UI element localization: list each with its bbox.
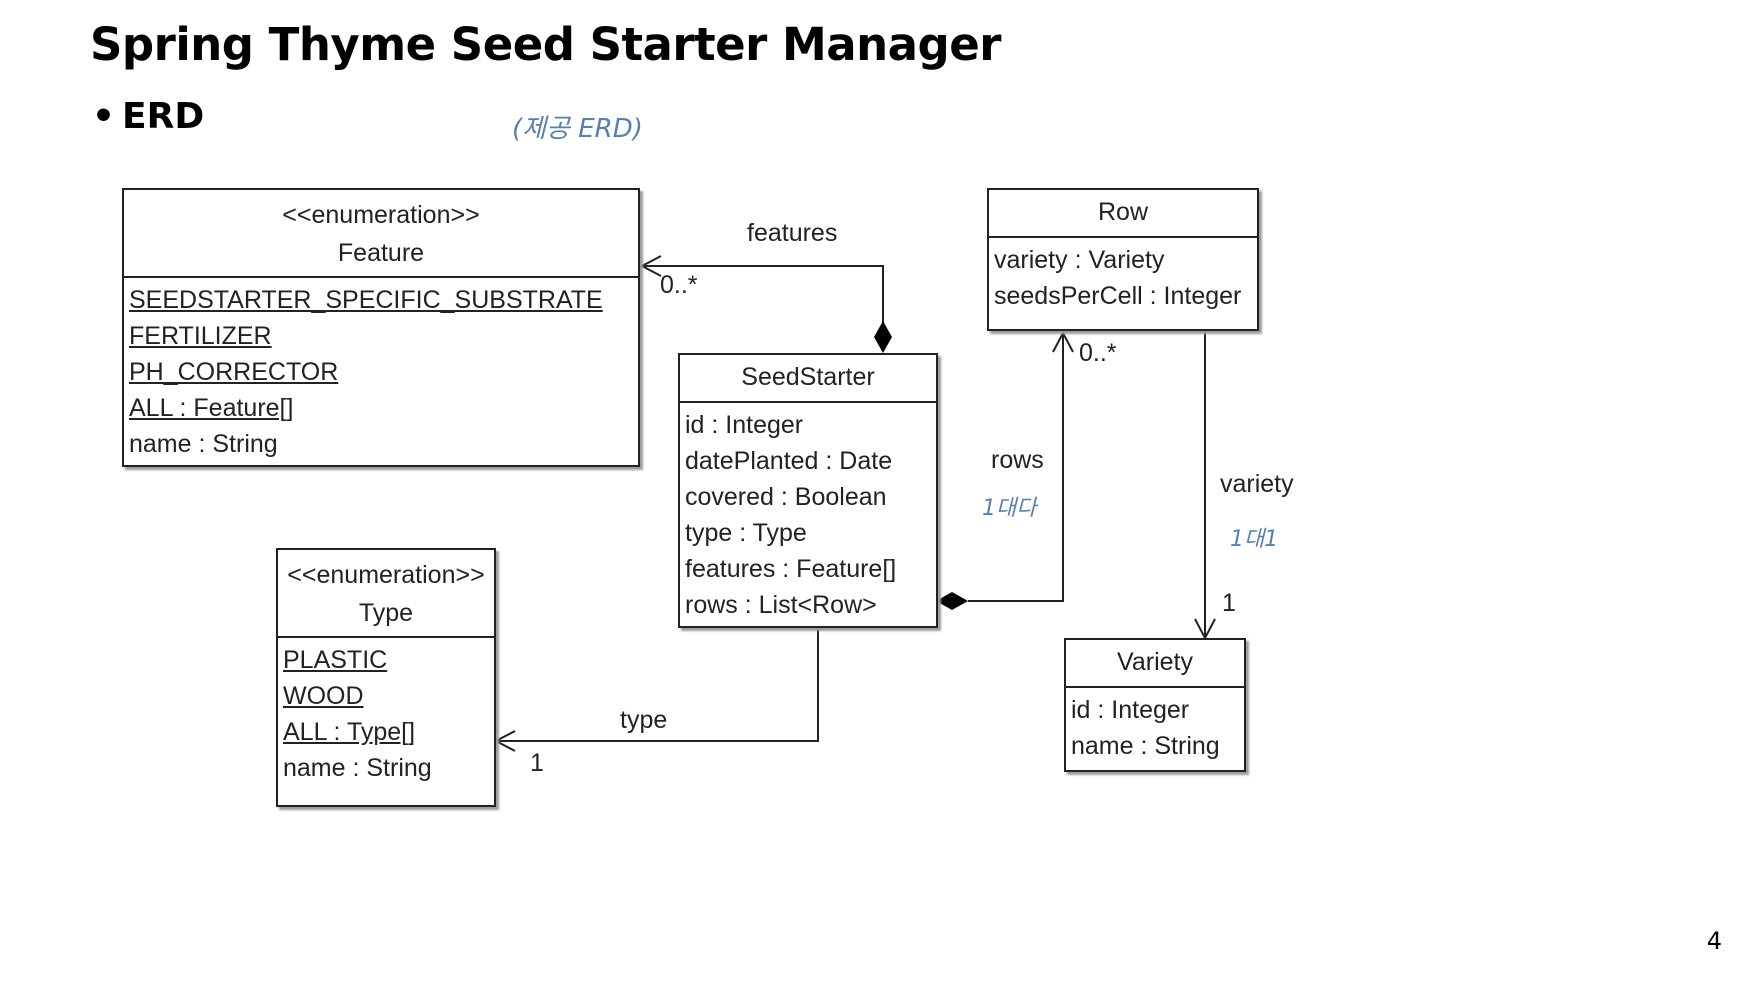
slide-title: Spring Thyme Seed Starter Manager: [90, 18, 1001, 71]
class-type-attribute: WOOD: [283, 682, 364, 710]
class-feature-attribute: ALL : Feature[]: [129, 394, 294, 422]
class-type-attribute: ALL : Type[]: [283, 718, 416, 746]
class-type-attribute: name : String: [283, 754, 432, 782]
class-row-attribute: seedsPerCell : Integer: [994, 282, 1242, 310]
rows-association-line: [968, 333, 1064, 602]
rows-multiplicity: 0..*: [1079, 339, 1117, 367]
class-type-name: Type: [358, 599, 414, 627]
class-variety-header: Variety: [1066, 640, 1244, 688]
class-seedstarter-attributes: id : Integer datePlanted : Date covered …: [680, 403, 936, 623]
class-seedstarter-attribute: features : Feature[]: [685, 555, 897, 583]
class-type-attribute: PLASTIC: [283, 646, 388, 674]
class-variety: Variety id : Integer name : String: [1064, 638, 1246, 772]
class-type-header: <<enumeration>> Type: [278, 550, 494, 638]
class-row: Row variety : Variety seedsPerCell : Int…: [987, 188, 1259, 331]
class-seedstarter: SeedStarter id : Integer datePlanted : D…: [678, 353, 938, 628]
rows-arrowhead-icon: [1052, 330, 1074, 353]
type-association-label: type: [620, 706, 668, 734]
class-type-stereotype: <<enumeration>>: [287, 561, 485, 589]
type-association-line: [496, 626, 819, 742]
class-row-attribute: variety : Variety: [994, 246, 1165, 274]
class-feature-attribute: SEEDSTARTER_SPECIFIC_SUBSTRATE: [129, 286, 603, 314]
class-feature-attribute: name : String: [129, 430, 278, 458]
class-row-header: Row: [989, 190, 1257, 238]
class-type: <<enumeration>> Type PLASTIC WOOD ALL : …: [276, 548, 496, 807]
class-seedstarter-header: SeedStarter: [680, 355, 936, 403]
variety-multiplicity: 1: [1222, 589, 1236, 617]
class-feature-stereotype: <<enumeration>>: [282, 201, 480, 229]
type-arrowhead-icon: [493, 730, 516, 752]
class-variety-attributes: id : Integer name : String: [1066, 688, 1244, 764]
class-feature-attribute: FERTILIZER: [129, 322, 272, 350]
features-multiplicity: 0..*: [660, 271, 698, 299]
class-feature-header: <<enumeration>> Feature: [124, 190, 638, 278]
class-seedstarter-attribute: covered : Boolean: [685, 483, 887, 511]
variety-handwritten-note: 1대1: [1230, 527, 1279, 552]
features-association-line: [642, 265, 884, 338]
features-association-label: features: [747, 219, 838, 247]
class-seedstarter-attribute: type : Type: [685, 519, 807, 547]
class-seedstarter-name: SeedStarter: [741, 363, 875, 391]
bullet-erd: •ERD: [92, 96, 204, 137]
bullet-dot-icon: •: [92, 96, 116, 137]
class-feature-attribute: PH_CORRECTOR: [129, 358, 339, 386]
class-feature: <<enumeration>> Feature SEEDSTARTER_SPEC…: [122, 188, 640, 467]
class-variety-attribute: name : String: [1071, 732, 1220, 760]
class-seedstarter-attribute: id : Integer: [685, 411, 804, 439]
page-number: 4: [1706, 927, 1722, 955]
class-seedstarter-attribute: rows : List<Row>: [685, 591, 877, 619]
class-type-attributes: PLASTIC WOOD ALL : Type[] name : String: [278, 638, 494, 786]
features-composition-diamond-icon: [874, 321, 892, 353]
class-feature-attributes: SEEDSTARTER_SPECIFIC_SUBSTRATE FERTILIZE…: [124, 278, 638, 462]
bullet-label: ERD: [122, 96, 205, 137]
class-variety-attribute: id : Integer: [1071, 696, 1190, 724]
type-multiplicity: 1: [530, 749, 544, 777]
class-feature-name: Feature: [337, 239, 425, 267]
features-arrowhead-icon: [639, 255, 662, 277]
class-row-attributes: variety : Variety seedsPerCell : Integer: [989, 238, 1257, 314]
rows-handwritten-note: 1대다: [982, 496, 1037, 521]
class-row-name: Row: [1097, 198, 1148, 226]
class-variety-name: Variety: [1117, 648, 1193, 676]
class-seedstarter-attribute: datePlanted : Date: [685, 447, 893, 475]
rows-association-label: rows: [991, 446, 1044, 474]
rows-composition-diamond-icon: [936, 592, 968, 610]
handwritten-note-erd: (제공 ERD): [512, 114, 643, 144]
variety-association-label: variety: [1220, 470, 1294, 498]
